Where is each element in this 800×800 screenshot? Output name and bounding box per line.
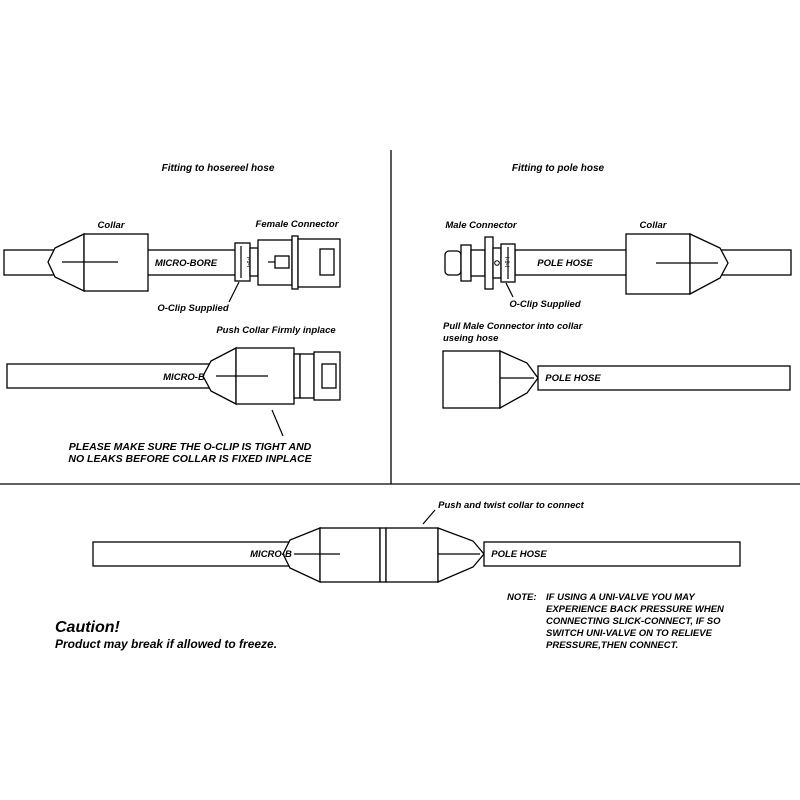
o-clip-label-right: O-Clip Supplied [509,299,580,310]
collar-cone-pull [499,349,539,410]
pole-hose-label-bottom: POLE HOSE [491,549,547,560]
pole-exploded-assembly: I-9-I [444,232,792,296]
pull-male-label-1: Pull Male Connector into collar [443,321,584,332]
push-collar-label: Push Collar Firmly inplace [216,325,336,336]
pole-hose-label-top: POLE HOSE [537,258,593,269]
collar-body-right [625,233,691,295]
note-line-2: EXPERIENCE BACK PRESSURE WHEN [546,604,725,615]
right-collar-cone-bottom [437,527,485,583]
right-collar-body-bottom [385,527,439,583]
o-clip-leader-right [505,282,514,298]
collar-label-left: Collar [98,220,126,231]
male-connector-flange [484,236,494,290]
pull-male-label-2: useing hose [443,333,499,344]
micro-b-label-bottom: MICRO-B [250,549,292,560]
connected-assembly [92,527,741,584]
note-line-5: PRESSURE,THEN CONNECT. [546,640,678,651]
left-collar-body-bottom [319,527,381,583]
pole-assembled [442,349,791,410]
pole-hose-pull [537,365,791,391]
micro-b-label-left: MICRO-B [163,372,205,383]
pole-section-title: Fitting to pole hose [512,163,605,174]
caution-text: Product may break if allowed to freeze. [55,637,277,651]
note-line-1: IF USING A UNI-VALVE YOU MAY [546,592,696,603]
note-line-4: SWITCH UNI-VALVE ON TO RELIEVE [546,628,713,639]
note-label: NOTE: [507,592,537,603]
o-clip-mark: I-9-I [245,257,251,268]
note-line-3: CONNECTING SLICK-CONNECT, IF SO [546,616,721,627]
hosereel-assembled [6,346,341,406]
caution-title: Caution! [55,619,121,636]
push-twist-leader [422,509,436,525]
hosereel-section-title: Fitting to hosereel hose [162,163,275,174]
micro-bore-label: MICRO-BORE [155,258,218,269]
male-connector-label: Male Connector [445,220,518,231]
female-connector-label: Female Connector [256,219,340,230]
pole-hose-label-mid: POLE HOSE [545,373,601,384]
warning-leader [271,409,284,437]
male-connector-tip [444,250,462,276]
pole-hose-bottom [483,541,741,567]
warning-line-1: PLEASE MAKE SURE THE O-CLIP IS TIGHT AND [69,441,312,453]
collar-label-right: Collar [640,220,668,231]
o-clip-leader-left [228,281,240,303]
micro-bore-hose-bottom [92,541,290,567]
female-connector-stem [249,247,259,277]
push-twist-label: Push and twist collar to connect [438,500,585,511]
collar-cone-right [689,232,729,296]
hosereel-exploded-assembly: I-9-I [3,232,341,293]
o-clip-mark-right: I-9-I [503,257,509,268]
o-clip-label-left: O-Clip Supplied [157,303,228,314]
warning-line-2: NO LEAKS BEFORE COLLAR IS FIXED INPLACE [68,453,312,465]
collar-body-pull [442,350,501,409]
